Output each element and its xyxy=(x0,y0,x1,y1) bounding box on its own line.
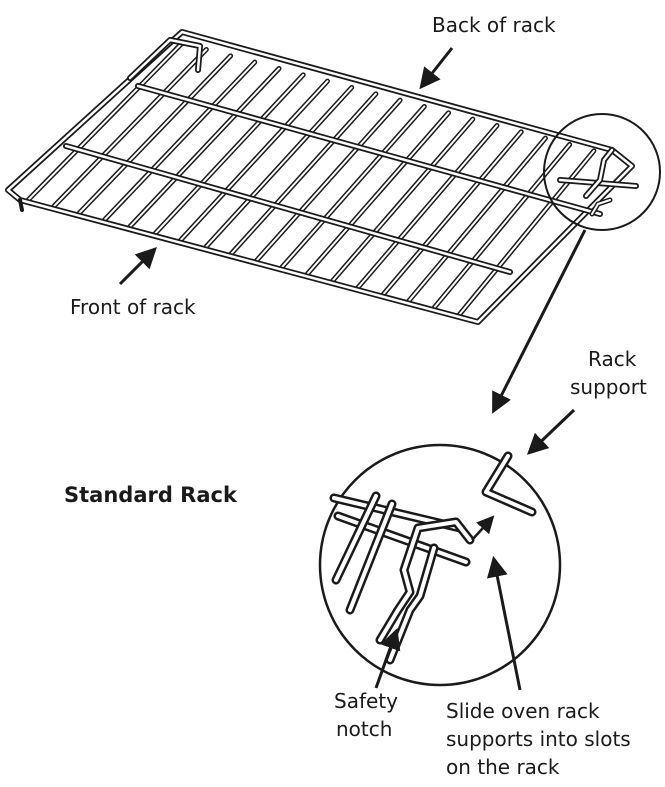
safety-notch-label-line2: notch xyxy=(336,717,393,741)
rack-wire xyxy=(230,92,377,255)
back-arrow xyxy=(419,47,454,90)
insert-arrow xyxy=(471,515,495,541)
slide-instruction-line2: supports into slots xyxy=(446,727,631,751)
rack-frame xyxy=(5,29,639,325)
rack-wire xyxy=(78,54,232,214)
rack-wire xyxy=(382,130,523,296)
rack-wire xyxy=(205,86,353,248)
rack-wire xyxy=(255,99,402,262)
rack-wire xyxy=(27,42,184,201)
diagram-title: Standard Rack xyxy=(64,483,237,507)
rack-wire xyxy=(306,111,450,275)
rack-wire xyxy=(458,149,595,316)
rack-wire xyxy=(433,143,571,309)
rack-support-label-line2: support xyxy=(570,375,647,399)
safety-notch-label-line1: Safety xyxy=(334,689,398,713)
slide-arrow xyxy=(486,555,522,691)
small-support-hook xyxy=(583,147,615,217)
rack-wire xyxy=(331,118,474,282)
back-of-rack-label: Back of rack xyxy=(432,13,556,37)
rack-wire xyxy=(154,73,305,235)
support-arrow xyxy=(526,408,576,455)
rack-wires xyxy=(26,40,597,318)
rack-wire xyxy=(407,137,547,303)
zoom-arrow xyxy=(492,229,587,414)
slide-instruction-line3: on the rack xyxy=(446,755,560,779)
rack-wire xyxy=(129,67,280,228)
rack-wire xyxy=(357,124,498,289)
front-of-rack-label: Front of rack xyxy=(70,295,196,319)
rack-wire xyxy=(53,48,208,208)
notch-arrow xyxy=(374,628,401,689)
detail-callout-circle xyxy=(543,113,661,231)
rack-support-label-line1: Rack xyxy=(588,347,637,371)
rack-wire xyxy=(179,80,329,242)
slide-instruction-line1: Slide oven rack xyxy=(446,699,600,723)
detail-zoom-circle xyxy=(318,443,562,687)
rack-wire xyxy=(103,61,256,221)
zoom-rack-detail xyxy=(329,451,537,665)
front-arrow xyxy=(118,247,157,286)
rack-wire xyxy=(281,105,426,269)
